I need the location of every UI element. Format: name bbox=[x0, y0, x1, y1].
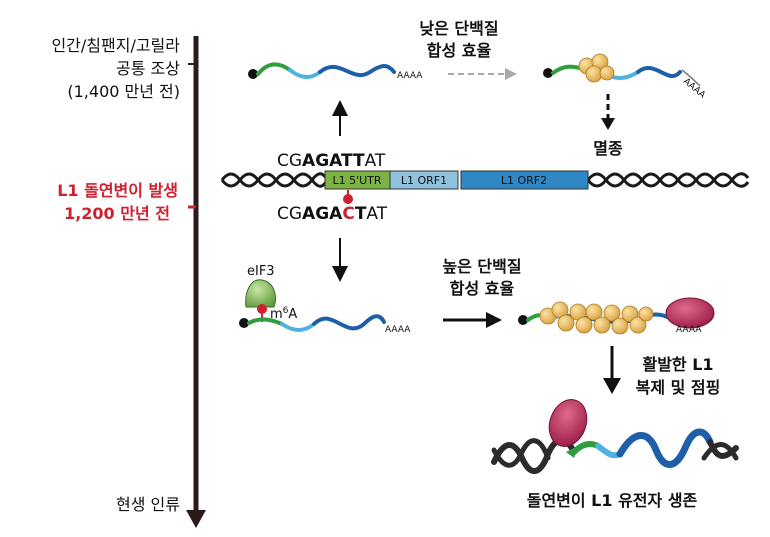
ancestral-mrna: AAAA bbox=[248, 62, 423, 81]
cap-icon bbox=[248, 69, 258, 79]
m6a-label: m6A bbox=[270, 306, 297, 322]
low-efficiency-line2: 합성 효율 bbox=[427, 41, 492, 60]
mutant-polya: AAAA bbox=[385, 325, 411, 335]
l1-orf2-box bbox=[460, 170, 589, 190]
high-efficiency-line2: 합성 효율 bbox=[450, 279, 515, 298]
extinction-label: 멸종 bbox=[593, 139, 623, 158]
ribosome-cluster bbox=[539, 301, 654, 335]
l1-orf1-label: L1 ORF1 bbox=[401, 174, 447, 187]
timeline-top-line2: 공통 조상 bbox=[116, 59, 180, 78]
mutation-marker-icon bbox=[343, 194, 353, 204]
mutant-translating-polya: AAAA bbox=[676, 325, 702, 335]
timeline-arrowhead bbox=[186, 510, 206, 528]
mutant-sequence: CGAGACTAT bbox=[277, 204, 388, 224]
retrotransposition bbox=[491, 399, 739, 474]
m6a-mark-icon bbox=[257, 304, 267, 314]
timeline-mutation-line2: 1,200 만년 전 bbox=[64, 204, 170, 223]
eif3-label: eIF3 bbox=[247, 264, 275, 279]
timeline-present-label: 현생 인류 bbox=[116, 495, 180, 514]
l1-5utr-label: L1 5'UTR bbox=[332, 174, 381, 187]
ancestral-sequence: CGAGATTAT bbox=[277, 151, 386, 171]
rnp-insertion-icon bbox=[548, 399, 588, 447]
arrow-active-l1-head bbox=[603, 378, 621, 394]
high-efficiency-line1: 높은 단백질 bbox=[442, 257, 521, 276]
insertion-arrow-icon bbox=[566, 446, 578, 458]
l1-orf2-label: L1 ORF2 bbox=[501, 174, 547, 187]
active-l1-line1: 활발한 L1 bbox=[642, 355, 713, 374]
l1-orf1-box bbox=[389, 170, 459, 190]
eif3-icon bbox=[245, 279, 276, 308]
dashed-arrow-low-head bbox=[505, 68, 517, 80]
cap-icon bbox=[543, 68, 553, 78]
cap-icon bbox=[239, 318, 249, 328]
ancestral-polya: AAAA bbox=[397, 71, 423, 81]
active-l1-line2: 복제 및 점핑 bbox=[636, 378, 721, 397]
timeline-top-line1: 인간/침팬지/고릴라 bbox=[51, 36, 180, 55]
mutant-translating-mrna: AAAA bbox=[518, 297, 715, 335]
ancestral-translating-mrna: AAAA bbox=[543, 53, 708, 101]
timeline-mutation-line1: L1 돌연변이 발생 bbox=[57, 181, 178, 200]
mutant-mrna: eIF3 m6A AAAA bbox=[239, 264, 411, 335]
rnp-complex-icon bbox=[665, 297, 715, 329]
dashed-arrow-extinction-head bbox=[601, 118, 615, 130]
timeline-top-line3: (1,400 만년 전) bbox=[67, 82, 180, 101]
arrow-high-translation-head bbox=[486, 312, 502, 328]
low-efficiency-line1: 낮은 단백질 bbox=[419, 19, 498, 38]
survival-label: 돌연변이 L1 유전자 생존 bbox=[527, 491, 698, 510]
cap-icon bbox=[518, 315, 528, 325]
genomic-dna: L1 5'UTR L1 ORF1 L1 ORF2 bbox=[220, 170, 750, 190]
timeline: 인간/침팬지/고릴라 공통 조상 (1,400 만년 전) L1 돌연변이 발생… bbox=[51, 36, 206, 528]
